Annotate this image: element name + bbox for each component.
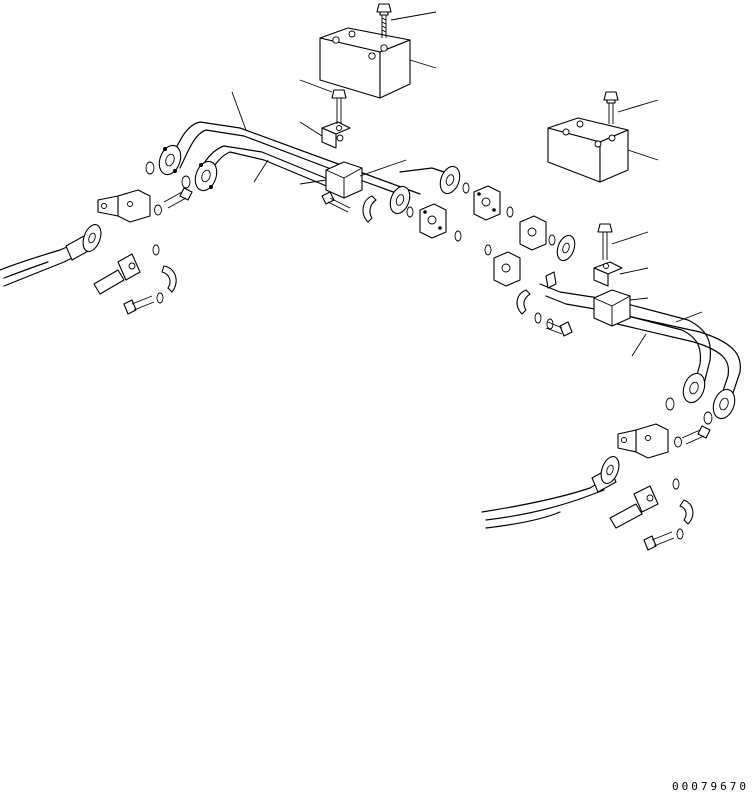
bolt-clamp-right — [597, 223, 613, 269]
o-ring — [672, 478, 680, 490]
bolt-right-mid — [545, 318, 573, 337]
leader-line — [631, 333, 647, 357]
bolt-clamp-left — [331, 89, 347, 142]
hose-fitting-right — [591, 456, 620, 493]
leader-line — [253, 159, 269, 183]
leader-line — [299, 79, 333, 93]
o-ring — [181, 175, 191, 189]
hose-right — [481, 481, 605, 529]
leader-line — [627, 149, 659, 161]
o-ring — [484, 244, 492, 256]
o-ring — [152, 244, 160, 256]
flange-bracket-right — [617, 423, 669, 459]
split-flange-right-b — [712, 388, 736, 420]
hose-fitting-left — [65, 224, 102, 261]
o-ring — [534, 312, 542, 324]
split-flange-center-a — [389, 185, 411, 215]
half-clamp — [362, 195, 377, 223]
leader-line — [629, 297, 649, 301]
flange-block-center-right — [473, 185, 501, 221]
tube-clamp-right — [593, 261, 631, 327]
mounting-block-upper — [319, 27, 411, 99]
leader-line — [611, 231, 649, 245]
flange-block-center — [419, 203, 447, 239]
leader-line — [409, 59, 437, 69]
o-ring — [406, 206, 414, 218]
bolt-upper-block — [376, 3, 392, 38]
lock-washer — [154, 204, 162, 216]
flange-bracket-left — [97, 189, 151, 223]
leader-line — [619, 267, 649, 275]
bolt-right-block — [603, 91, 619, 124]
bolt-bracket-left — [163, 187, 193, 209]
leader-line — [359, 159, 407, 177]
hose-left — [0, 243, 77, 287]
split-flange-right-a — [682, 372, 706, 404]
flange-block-right-a — [519, 215, 547, 251]
bolt-bracket-right — [674, 425, 711, 448]
leader-line — [390, 11, 437, 21]
o-ring — [703, 411, 713, 425]
hose-nipple-right — [545, 234, 576, 289]
half-clamp — [679, 499, 694, 525]
half-clamp — [516, 289, 531, 315]
split-flange-left-a — [158, 144, 182, 176]
leader-line — [299, 121, 323, 137]
o-ring — [454, 230, 462, 242]
o-ring — [506, 206, 514, 218]
hose-fitting-right-lower — [609, 485, 659, 529]
split-flange-left-b — [194, 160, 218, 192]
leader-line — [617, 99, 659, 113]
o-ring — [462, 182, 470, 194]
split-flange-center-b — [439, 165, 461, 195]
leader-line — [231, 91, 247, 131]
hose-fitting-left-lower — [93, 253, 141, 295]
o-ring — [548, 234, 556, 246]
bolt-lower-right — [643, 528, 684, 551]
bolt-lower-left — [123, 292, 164, 315]
leader-line — [675, 311, 703, 323]
leader-line — [299, 179, 327, 185]
tube-assembly-right — [539, 283, 742, 401]
o-ring — [665, 397, 675, 411]
flange-block-right-b — [493, 251, 521, 287]
tube-clamp-left — [321, 121, 363, 199]
mounting-block-right — [547, 117, 629, 183]
bolt-clamp-lower-left — [321, 191, 351, 213]
drawing-number: 00079670 — [672, 780, 749, 793]
half-clamp — [161, 265, 177, 293]
o-ring — [145, 161, 155, 175]
